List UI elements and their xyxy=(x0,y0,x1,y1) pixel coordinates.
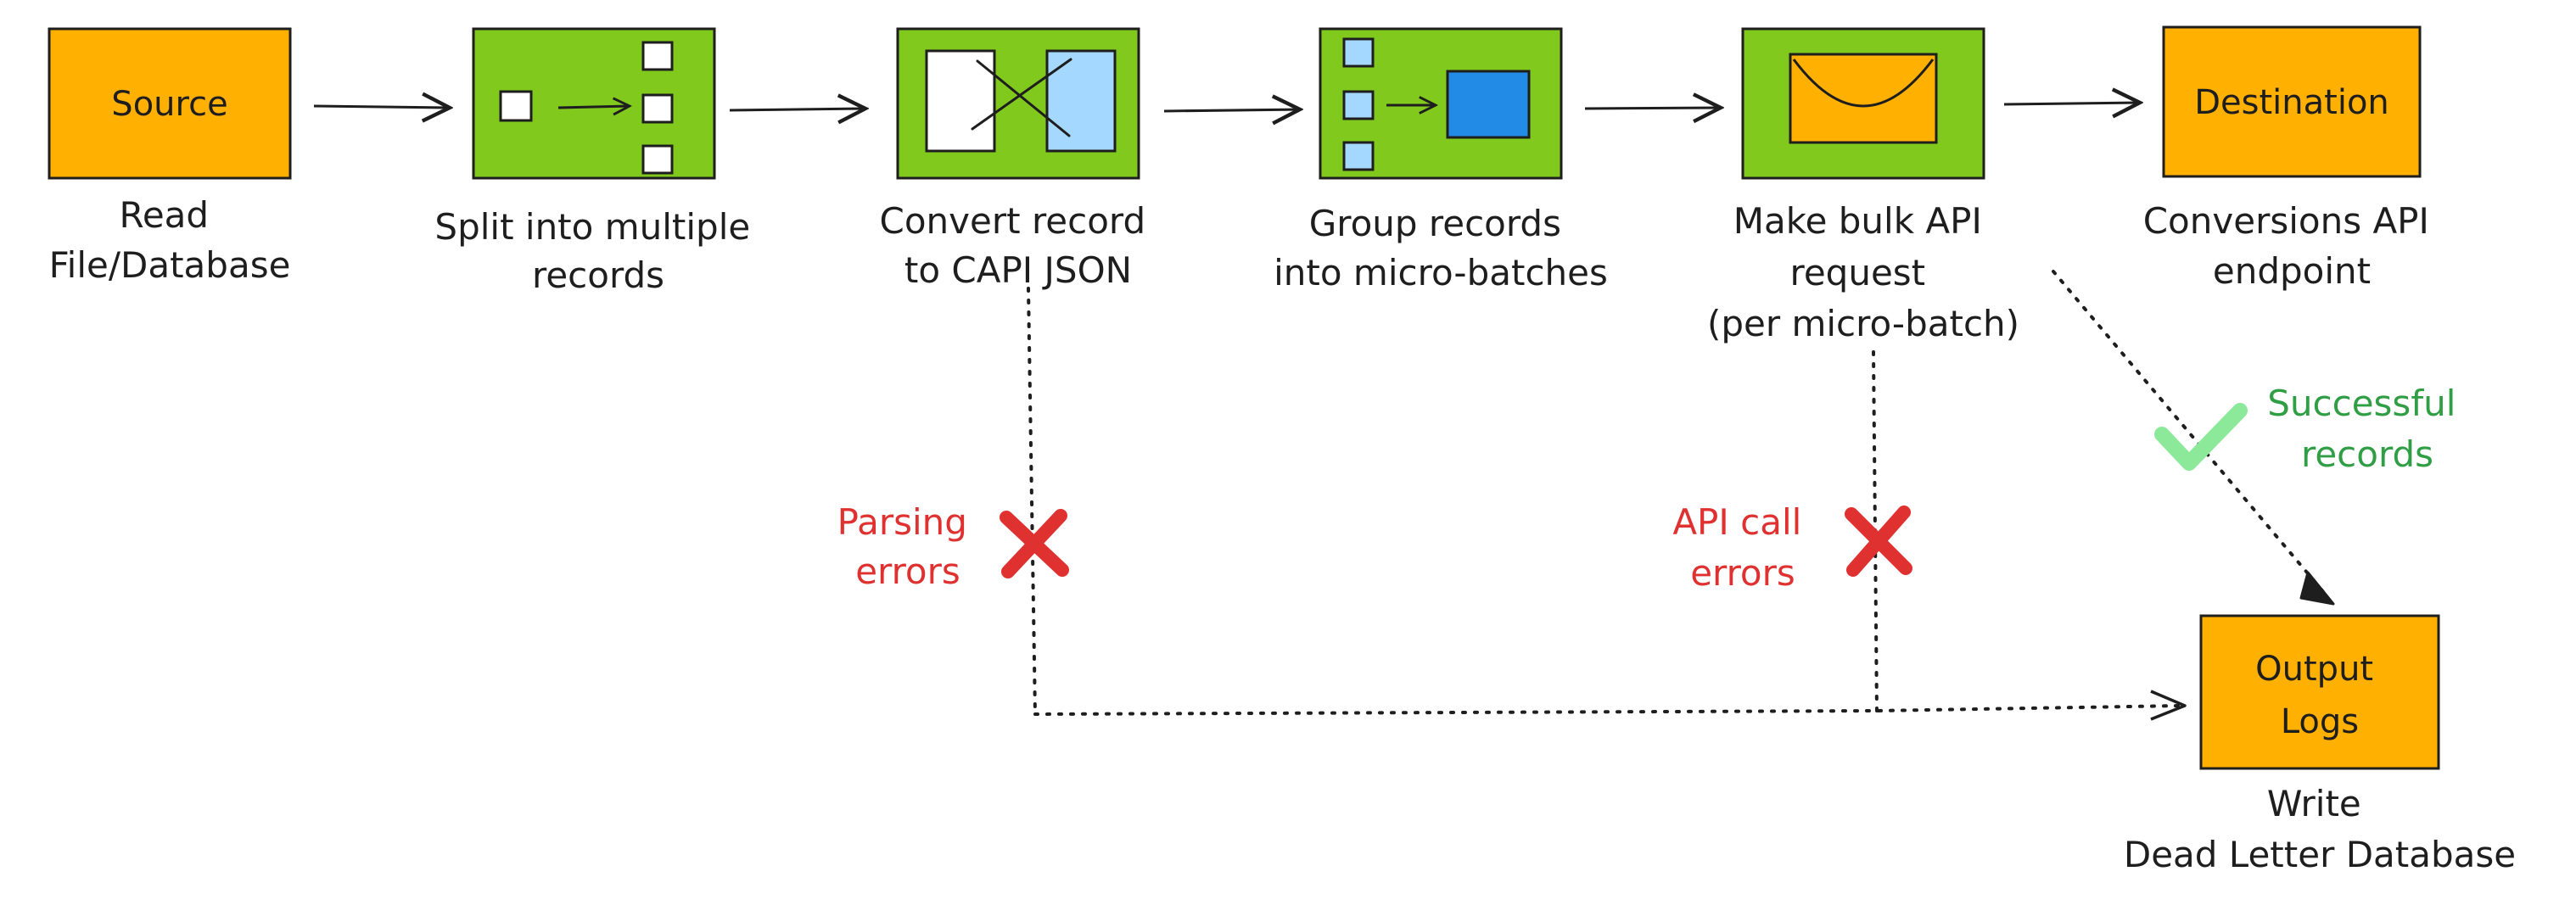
parsing-error-path xyxy=(1027,287,1037,716)
output-logs-caption: Write Dead Letter Database xyxy=(2124,783,2516,875)
api-errors-label: API call errors xyxy=(1672,501,1812,594)
destination-caption: Conversions API endpoint xyxy=(2143,200,2441,292)
output-logs-label: Output Logs xyxy=(2255,650,2384,741)
envelope-flap-icon xyxy=(1792,59,1935,108)
success-arrowhead xyxy=(2299,571,2335,606)
parsing-errors-annotation: Parsing errors xyxy=(837,501,1069,592)
x-mark-icon xyxy=(1845,506,1912,577)
split-caption: Split into multiple records xyxy=(434,206,761,296)
source-node: Source Read File/Database xyxy=(48,27,292,286)
arrow-convert-to-group xyxy=(1163,109,1300,111)
output-logs-box xyxy=(2199,614,2440,770)
batch-record-icon-3 xyxy=(1342,141,1375,171)
convert-caption: Convert record to CAPI JSON xyxy=(880,200,1157,291)
split-box xyxy=(472,27,716,180)
destination-box xyxy=(2162,25,2422,178)
record-icon-2 xyxy=(641,93,674,124)
successful-records-annotation: Successful records xyxy=(2154,383,2467,475)
arrow-group-to-bulk xyxy=(1584,108,1721,109)
transform-cross-icon xyxy=(971,58,1072,137)
split-node: Split into multiple records xyxy=(434,27,761,296)
record-icon-1 xyxy=(641,41,674,71)
arrow-split-to-convert xyxy=(729,109,865,110)
parsing-errors-label: Parsing errors xyxy=(837,501,979,592)
x-mark-icon xyxy=(1000,509,1069,578)
micro-batch-icon xyxy=(1446,70,1531,139)
split-arrow-icon xyxy=(557,106,630,108)
arrow-source-to-split xyxy=(313,106,450,108)
input-record-icon xyxy=(925,49,996,153)
record-icon-3 xyxy=(641,144,674,175)
group-caption: Group records into micro-batches xyxy=(1274,203,1608,293)
bulk-api-caption: Make bulk API request (per micro-batch) xyxy=(1707,200,2019,344)
check-mark-icon xyxy=(2154,403,2248,471)
dead-letter-arrowhead xyxy=(2150,690,2187,721)
batch-record-icon-1 xyxy=(1342,37,1375,68)
batch-record-icon-2 xyxy=(1342,90,1375,120)
successful-records-label: Successful records xyxy=(2267,383,2467,475)
source-caption: Read File/Database xyxy=(49,194,291,286)
destination-node: Destination Conversions API endpoint xyxy=(2143,25,2441,292)
destination-label: Destination xyxy=(2194,83,2389,122)
output-logs-node: Output Logs Write Dead Letter Database xyxy=(2124,614,2516,875)
group-node: Group records into micro-batches xyxy=(1274,27,1608,293)
arrow-bulk-to-destination xyxy=(2003,103,2140,104)
envelope-icon xyxy=(1789,53,1938,144)
source-box xyxy=(48,27,292,180)
api-errors-annotation: API call errors xyxy=(1672,501,1912,594)
json-record-icon xyxy=(1045,49,1117,153)
flow-arrows xyxy=(313,103,2140,111)
bulk-api-node: Make bulk API request (per micro-batch) xyxy=(1707,27,2019,344)
source-label: Source xyxy=(111,85,227,124)
convert-node: Convert record to CAPI JSON xyxy=(880,27,1157,291)
single-record-icon xyxy=(499,90,533,122)
success-path xyxy=(2052,270,2327,595)
dead-letter-path xyxy=(1033,704,2182,716)
error-paths xyxy=(1027,270,2327,716)
